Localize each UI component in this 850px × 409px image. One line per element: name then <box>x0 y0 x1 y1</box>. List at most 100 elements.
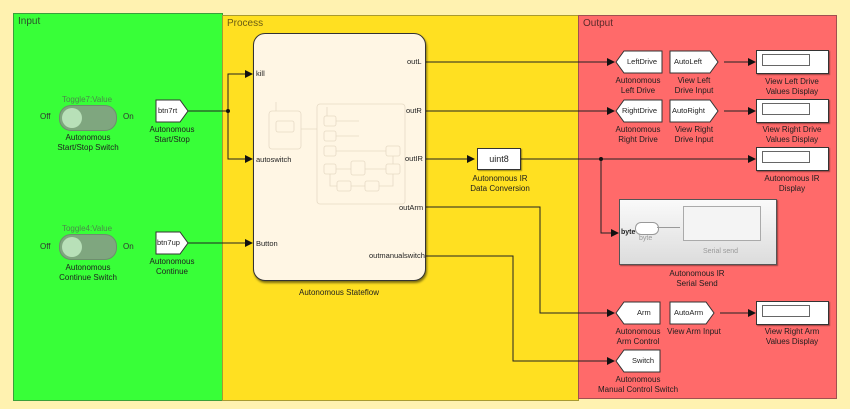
label-line: Drive Input <box>674 86 714 95</box>
goto-arm-tag: Arm <box>637 308 651 317</box>
label-line: Values Display <box>765 135 819 144</box>
label-line: Autonomous <box>615 375 661 384</box>
port-outL: outL <box>407 57 422 66</box>
label-line: Autonomous <box>615 327 661 336</box>
goto-switch-label: Autonomous Manual Control Switch <box>598 375 678 395</box>
wire-serial[interactable] <box>600 159 619 237</box>
display-right-drive[interactable] <box>756 99 829 123</box>
from-autoright[interactable] <box>669 99 719 123</box>
label-line: Continue Switch <box>59 273 117 282</box>
goto-arm-label: Autonomous Arm Control <box>616 327 661 347</box>
goto-leftdrive[interactable] <box>615 50 663 74</box>
goto-switch-tag: Switch <box>632 356 655 365</box>
display-ir-label: Autonomous IR Display <box>764 174 819 194</box>
from-autoright-label: View Right Drive Input <box>675 125 714 145</box>
serial-inner-port-label: byte <box>639 235 653 242</box>
wire-outmanualswitch[interactable] <box>426 255 615 365</box>
wire-kill[interactable] <box>227 70 253 111</box>
label-line: Continue <box>155 267 189 276</box>
goto-btn7rt-label: Autonomous Start/Stop <box>150 125 195 145</box>
display-left-drive-label: View Left Drive Values Display <box>765 77 819 97</box>
label-line: View Right <box>674 125 714 134</box>
goto-rightdrive[interactable] <box>615 99 663 123</box>
label-line: View Right Arm <box>764 327 820 336</box>
label-line: Left Drive <box>620 86 656 95</box>
label-line: Right Drive <box>618 135 658 144</box>
from-autoright-tag: AutoRight <box>672 106 705 115</box>
serial-inner-wire <box>657 227 680 228</box>
display-arm[interactable] <box>756 301 829 325</box>
port-autoswitch: autoswitch <box>256 155 292 164</box>
toggle4-label: Autonomous Continue Switch <box>59 263 117 283</box>
label-line: Autonomous <box>65 263 111 272</box>
from-autoleft-tag: AutoLeft <box>674 57 702 66</box>
label-line: Values Display <box>765 337 819 346</box>
uint8-conversion-label: Autonomous IR Data Conversion <box>470 174 530 194</box>
stateflow-thumbnail <box>268 102 406 205</box>
from-autoarm[interactable] <box>669 301 715 325</box>
label-line: Values Display <box>765 87 819 96</box>
display-ir[interactable] <box>756 147 829 171</box>
goto-arm[interactable] <box>615 301 661 325</box>
display-window <box>762 305 810 317</box>
label-line: Start/Stop Switch <box>57 143 119 152</box>
wire-autoswitch[interactable] <box>227 111 253 163</box>
serial-send-label: Autonomous IR Serial Send <box>669 269 724 289</box>
toggle7-on-label: On <box>123 112 134 121</box>
label-line: View Right Drive <box>762 125 822 134</box>
port-outArm: outArm <box>399 203 424 212</box>
goto-switch[interactable] <box>615 349 661 373</box>
port-kill: kill <box>256 69 265 78</box>
display-arm-label: View Right Arm Values Display <box>765 327 820 347</box>
goto-rightdrive-tag: RightDrive <box>622 106 658 115</box>
toggle-knob[interactable] <box>62 237 82 257</box>
input-area: Input <box>13 13 223 401</box>
label-line: Autonomous <box>615 125 661 134</box>
display-window <box>762 54 810 66</box>
serial-send-subsystem[interactable]: byte byte Serial send <box>619 199 777 265</box>
stateflow-label: Autonomous Stateflow <box>298 288 380 297</box>
label-line: Drive Input <box>674 135 714 144</box>
toggle-knob[interactable] <box>62 108 82 128</box>
label-line: Autonomous <box>149 125 195 134</box>
from-autoleft[interactable] <box>669 50 719 74</box>
goto-btn7rt-tag: btn7rt <box>158 106 178 115</box>
output-area-title: Output <box>583 18 614 29</box>
port-button: Button <box>256 239 278 248</box>
toggle4-off-label: Off <box>40 242 51 251</box>
toggle7-caption: Toggle7:Value <box>61 95 113 104</box>
label-line: Autonomous IR <box>764 174 820 183</box>
junction-dot <box>599 157 603 161</box>
process-area-title: Process <box>227 18 264 29</box>
display-window <box>762 151 810 163</box>
stateflow-chart-block[interactable] <box>253 33 426 281</box>
junction-dot <box>226 109 230 113</box>
label-line: Manual Control Switch <box>597 385 679 394</box>
port-outmanualswitch: outmanualswitch <box>369 251 425 260</box>
serial-inner-block-label: Serial send <box>703 248 739 255</box>
uint8-conversion-block[interactable]: uint8 <box>477 148 521 170</box>
label-line: Autonomous <box>65 133 111 142</box>
toggle7-off-label: Off <box>40 112 51 121</box>
from-autoleft-label: View Left Drive Input <box>675 76 714 96</box>
toggle7-label: Autonomous Start/Stop Switch <box>57 133 118 153</box>
toggle4-on-label: On <box>123 242 134 251</box>
input-area-title: Input <box>18 16 41 27</box>
port-outR: outR <box>406 106 422 115</box>
toggle4-caption: Toggle4:Value <box>61 224 113 233</box>
goto-btn7up[interactable] <box>155 231 189 255</box>
port-outIR: outIR <box>405 154 423 163</box>
toggle4-switch[interactable] <box>59 234 117 260</box>
toggle7-switch[interactable] <box>59 105 117 131</box>
goto-btn7rt[interactable] <box>155 99 189 123</box>
serial-send-inner-block <box>683 206 761 241</box>
label-line: Start/Stop <box>154 135 190 144</box>
goto-btn7up-label: Autonomous Continue <box>150 257 195 277</box>
goto-leftdrive-tag: LeftDrive <box>627 57 658 66</box>
from-autoarm-tag: AutoArm <box>674 308 704 317</box>
display-left-drive[interactable] <box>756 50 829 74</box>
label-line: Serial Send <box>676 279 718 288</box>
goto-leftdrive-label: Autonomous Left Drive <box>616 76 661 96</box>
wire-outArm[interactable] <box>426 206 615 317</box>
